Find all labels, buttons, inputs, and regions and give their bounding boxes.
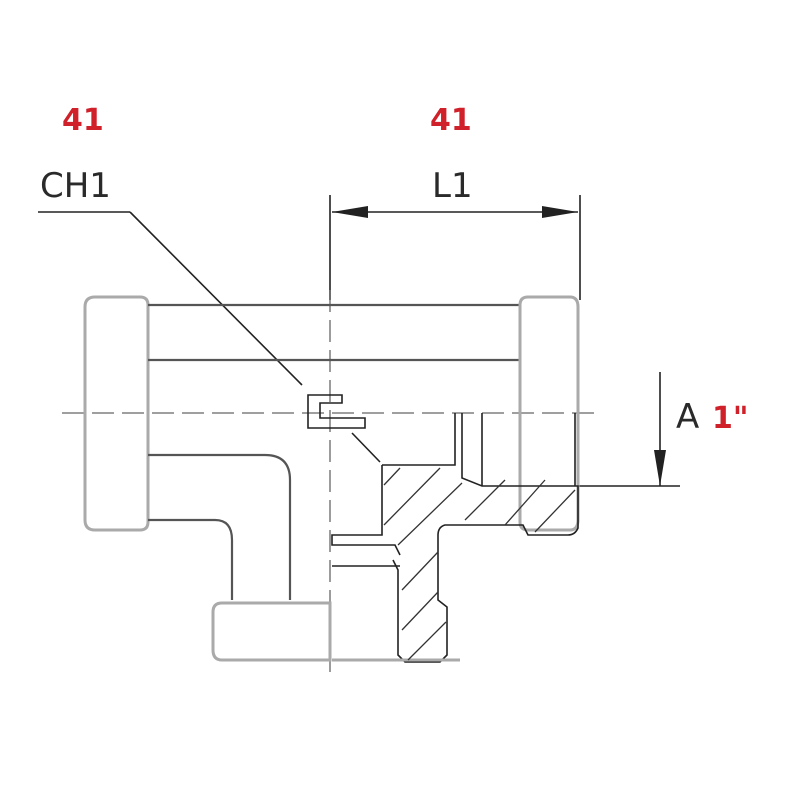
a-value: 1"	[712, 401, 749, 436]
elbow-inner	[148, 518, 234, 600]
ch1-label: CH1	[40, 166, 111, 206]
ch1-leader-diagonal	[129, 211, 303, 386]
ch1-value: 41	[62, 103, 104, 138]
section-outline	[382, 413, 579, 663]
left-flange	[83, 295, 150, 532]
elbow-outer	[148, 453, 292, 600]
section-hatching	[383, 467, 576, 661]
right-flange	[518, 295, 580, 532]
arrow-down-icon	[654, 450, 666, 486]
l1-value: 41	[430, 103, 472, 138]
ch1-leader-tail	[351, 432, 381, 463]
l1-label: L1	[432, 166, 473, 206]
hex-marker-icon	[307, 394, 366, 429]
a-label: A	[676, 397, 699, 437]
arrow-right-icon	[542, 206, 578, 218]
bottom-flange	[211, 601, 332, 662]
arrow-left-icon	[332, 206, 368, 218]
section-inner	[331, 465, 401, 556]
